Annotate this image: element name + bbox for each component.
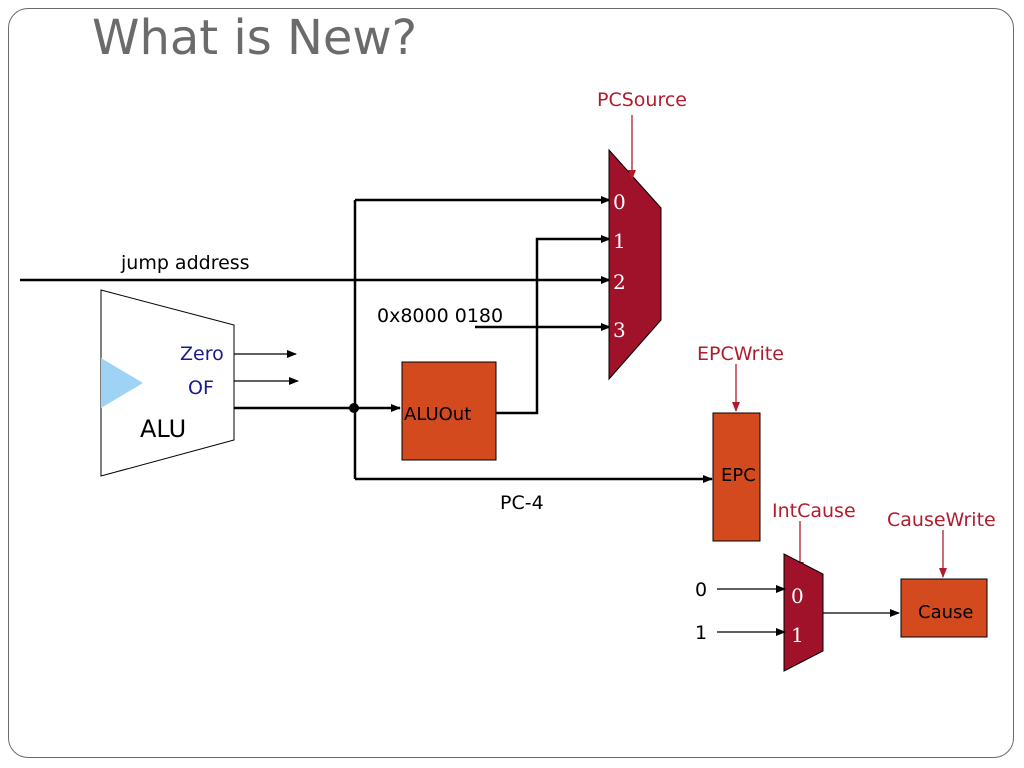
const-1-label: 1: [695, 622, 707, 644]
mux-pc-input-1: 1: [613, 229, 626, 253]
alu-clock-arrow: [101, 358, 143, 408]
slide-title: What is New?: [92, 10, 418, 66]
hex-const-label: 0x8000 0180: [377, 305, 503, 327]
const-0-label: 0: [695, 579, 707, 601]
zero-label: Zero: [180, 343, 224, 365]
mux-cause-input-1: 1: [791, 623, 804, 647]
cause-label: Cause: [918, 602, 973, 623]
aluout-register: [401, 361, 497, 461]
mux-cause-input-0: 0: [791, 584, 804, 608]
pc-minus-4-label: PC-4: [500, 492, 544, 514]
pcsource-label: PCSource: [597, 89, 687, 111]
of-label: OF: [188, 377, 214, 399]
mux-pc-input-0: 0: [613, 190, 626, 214]
pcsource-mux: [608, 148, 662, 381]
epc-label: EPC: [721, 465, 756, 486]
mux-pc-input-2: 2: [613, 270, 626, 294]
epc-register: [712, 412, 761, 542]
jump-address-label: jump address: [120, 252, 250, 274]
causewrite-label: CauseWrite: [887, 509, 996, 531]
alu-block: [100, 289, 235, 477]
intcause-label: IntCause: [772, 500, 856, 522]
intcause-mux: [783, 553, 824, 672]
alu-label: ALU: [140, 415, 186, 443]
aluout-to-mux-wire: [496, 235, 611, 415]
aluout-label: ALUOut: [404, 404, 471, 425]
epcwrite-label: EPCWrite: [697, 343, 784, 365]
cause-register: [900, 578, 988, 638]
mux-pc-input-3: 3: [613, 318, 626, 342]
